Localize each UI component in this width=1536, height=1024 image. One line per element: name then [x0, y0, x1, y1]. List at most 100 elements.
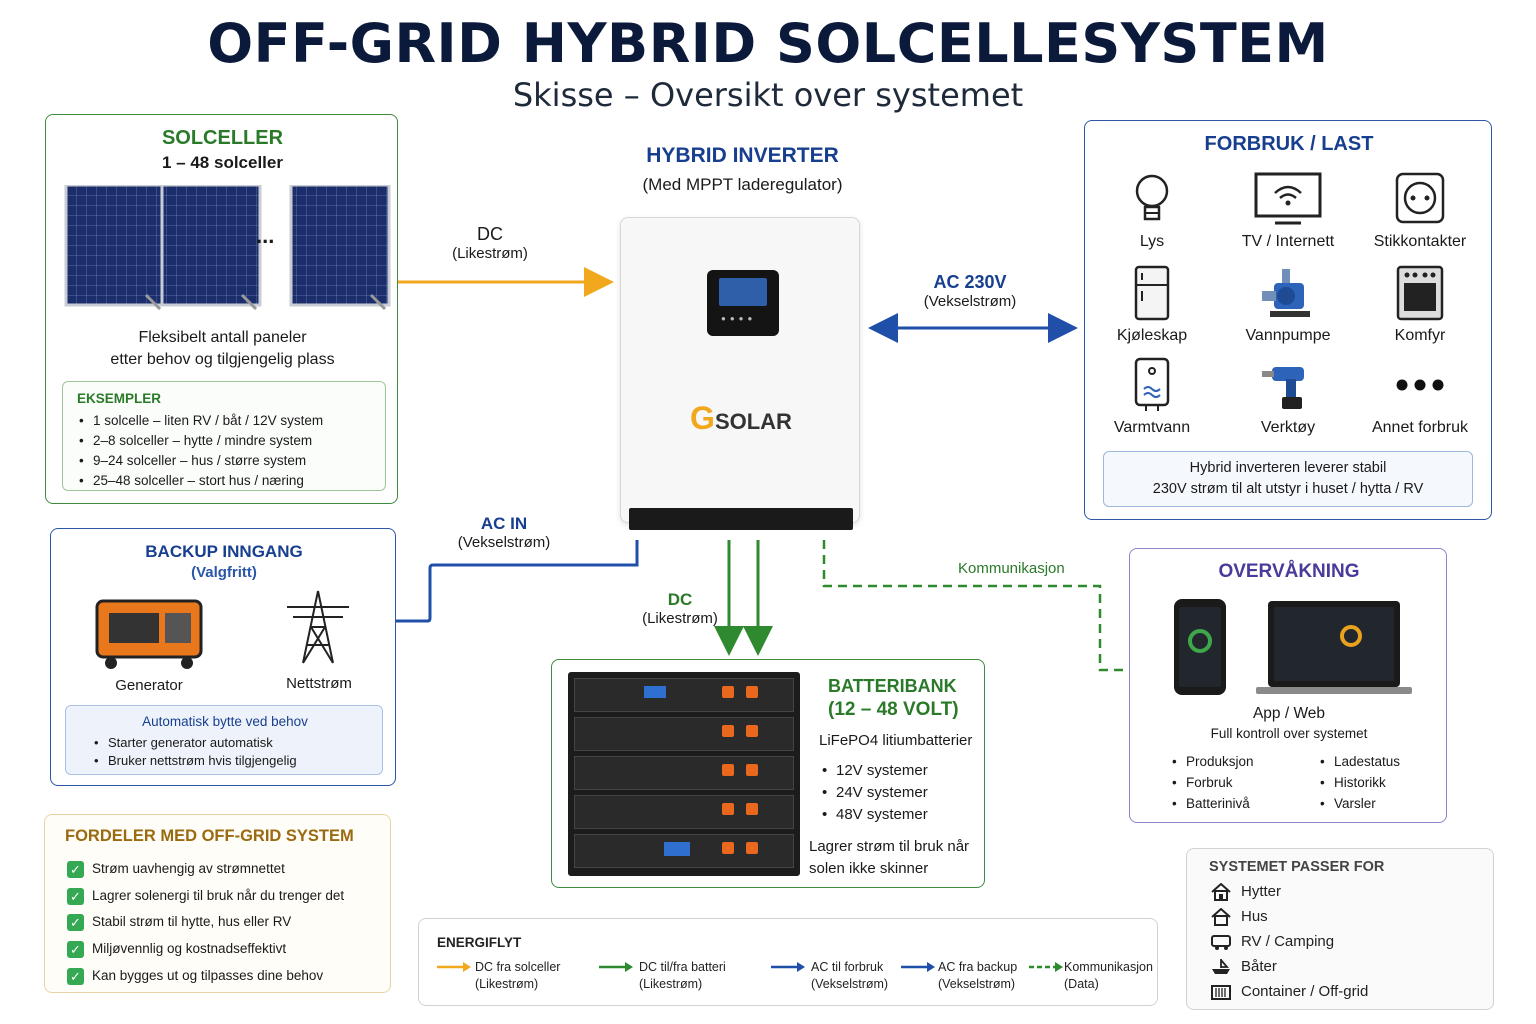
list-item: 1 solcelle – liten RV / båt / 12V system	[77, 411, 323, 431]
monitor-app-sub: Full kontroll over systemet	[1210, 726, 1368, 741]
battery-type: LiFePO4 litiumbatterier	[819, 732, 973, 749]
legend-swatch-dc-battery	[599, 962, 633, 972]
legend-swatch-comm	[1029, 962, 1063, 972]
list-item: ✓Strøm uavhengig av strømnettet	[67, 856, 344, 883]
fits-heading: SYSTEMET PASSER FOR	[1209, 859, 1385, 875]
solar-card: SOLCELLER 1 – 48 solceller ... Fleksibel…	[45, 114, 398, 504]
list-item: Varsler	[1318, 793, 1400, 814]
laptop-icon	[1268, 601, 1400, 687]
fridge-icon	[1134, 265, 1170, 321]
battery-systems-list: 12V systemer 24V systemer 48V systemer	[820, 760, 928, 826]
legend-item-ac-backup: AC fra backup(Vekselstrøm)	[938, 960, 1018, 991]
check-icon: ✓	[67, 860, 84, 878]
list-item: Forbruk	[1170, 772, 1254, 793]
fits-item-hytter: Hytter	[1211, 882, 1281, 902]
boat-icon	[1212, 959, 1230, 975]
load-item-annet: Annet forbruk	[1355, 357, 1485, 437]
list-item: Ladestatus	[1318, 751, 1400, 772]
power-pylon-icon	[287, 590, 349, 664]
fits-item-container: Container / Off-grid	[1211, 983, 1368, 1001]
list-item: Produksjon	[1170, 751, 1254, 772]
list-item: 25–48 solceller – stort hus / næring	[77, 471, 323, 491]
battery-voltage: (12 – 48 VOLT)	[828, 699, 959, 720]
list-item: ✓Lagrer solenergi til bruk når du trenge…	[67, 883, 344, 910]
solar-examples-heading: EKSEMPLER	[77, 391, 162, 406]
list-item: ✓Kan bygges ut og tilpasses dine behov	[67, 963, 344, 990]
page-title: OFF-GRID HYBRID SOLCELLESYSTEM	[207, 12, 1329, 75]
load-item-varmtvann: Varmtvann	[1087, 357, 1217, 437]
drill-icon	[1262, 367, 1304, 409]
ac-in-line	[396, 540, 639, 623]
benefits-card: FORDELER MED OFF-GRID SYSTEM ✓Strøm uavh…	[44, 814, 391, 993]
check-icon: ✓	[67, 887, 84, 905]
generator-label: Generator	[115, 677, 183, 694]
benefits-list: ✓Strøm uavhengig av strømnettet ✓Lagrer …	[67, 856, 344, 990]
solar-examples-list: 1 solcelle – liten RV / båt / 12V system…	[77, 411, 323, 491]
monitor-card: OVERVÅKNING App / Web Full kontroll over…	[1129, 548, 1447, 823]
house-icon	[1211, 907, 1231, 927]
dc-solar-flow-label: DC (Likestrøm)	[452, 224, 528, 262]
check-icon: ✓	[67, 914, 84, 932]
solar-description: Fleksibelt antall paneler etter behov og…	[110, 329, 335, 368]
fits-card: SYSTEMET PASSER FOR Hytter Hus RV / Camp…	[1186, 848, 1494, 1010]
legend-item-dc-solar: DC fra solceller(Likestrøm)	[475, 960, 561, 991]
tv-wifi-icon	[1254, 172, 1322, 225]
battery-bank-image	[568, 672, 800, 876]
fits-item-hus: Hus	[1211, 907, 1268, 927]
battery-heading: BATTERIBANK	[828, 676, 957, 696]
backup-note-box: Automatisk bytte ved behov Starter gener…	[65, 705, 383, 775]
check-icon: ✓	[67, 967, 84, 985]
list-item: Batterinivå	[1170, 793, 1254, 814]
load-note-box: Hybrid inverteren leverer stabil 230V st…	[1103, 451, 1473, 507]
list-item: 24V systemer	[820, 782, 928, 804]
solar-panel-1	[64, 185, 166, 310]
benefits-heading: FORDELER MED OFF-GRID SYSTEM	[65, 827, 354, 845]
legend-swatch-ac-load	[771, 962, 805, 972]
legend-item-dc-battery: DC til/fra batteri(Likestrøm)	[639, 960, 726, 991]
legend-swatch-dc-solar	[437, 962, 471, 972]
solar-panels-image	[64, 185, 391, 310]
monitor-list-col1: Produksjon Forbruk Batterinivå	[1170, 751, 1254, 814]
monitor-heading: OVERVÅKNING	[1218, 561, 1360, 582]
list-item: 48V systemer	[820, 804, 928, 826]
water-pump-icon	[1262, 269, 1310, 317]
dc-battery-flow-label: DC (Likestrøm)	[642, 590, 718, 627]
more-icon	[1396, 379, 1444, 391]
monitor-app-label: App / Web	[1252, 705, 1326, 722]
generator-icon	[95, 599, 203, 669]
backup-note-list: Starter generator automatisk Bruker nett…	[92, 734, 297, 770]
legend-swatch-ac-backup	[901, 962, 935, 972]
load-item-komfyr: Komfyr	[1355, 265, 1485, 345]
comm-line	[822, 540, 1128, 672]
page-subtitle: Skisse – Oversikt over systemet	[512, 76, 1024, 114]
inverter-terminals	[629, 508, 853, 530]
inverter-subheading: (Med MPPT laderegulator)	[642, 175, 843, 194]
solar-ellipsis: ...	[256, 223, 275, 248]
solar-panel-2	[160, 185, 262, 310]
list-item: 9–24 solceller – hus / større system	[77, 451, 323, 471]
phone-icon	[1174, 599, 1226, 695]
inverter-brand-logo: GSOLAR	[690, 400, 792, 436]
stove-icon	[1396, 265, 1444, 321]
grid-label: Nettstrøm	[286, 675, 352, 692]
solar-panel-3	[289, 185, 391, 310]
check-icon: ✓	[67, 941, 84, 959]
load-heading: FORBRUK / LAST	[1204, 133, 1374, 155]
ac-in-flow-label: AC IN (Vekselstrøm)	[457, 514, 551, 551]
load-card: FORBRUK / LAST Lys TV / Internett Stikko…	[1084, 120, 1492, 520]
fits-item-bat: Båter	[1211, 958, 1277, 976]
backup-subheading: (Valgfritt)	[191, 564, 257, 581]
list-item: 12V systemer	[820, 760, 928, 782]
load-item-lys: Lys	[1087, 171, 1217, 251]
backup-card: BACKUP INNGANG (Valgfritt) Generator Net…	[50, 528, 396, 786]
legend-item-ac-load: AC til forbruk(Vekselstrøm)	[811, 960, 889, 991]
solar-examples-box: EKSEMPLER 1 solcelle – liten RV / båt / …	[62, 381, 386, 491]
battery-card: BATTERIBANK (12 – 48 VOLT) LiFePO4 litiu…	[551, 659, 985, 888]
fits-item-rv: RV / Camping	[1211, 933, 1334, 951]
cabin-icon	[1211, 882, 1231, 902]
lightbulb-icon	[1135, 174, 1169, 221]
load-item-vannpumpe: Vannpumpe	[1223, 265, 1353, 345]
backup-note-heading: Automatisk bytte ved behov	[142, 714, 308, 729]
inverter-heading: HYBRID INVERTER	[646, 144, 839, 167]
